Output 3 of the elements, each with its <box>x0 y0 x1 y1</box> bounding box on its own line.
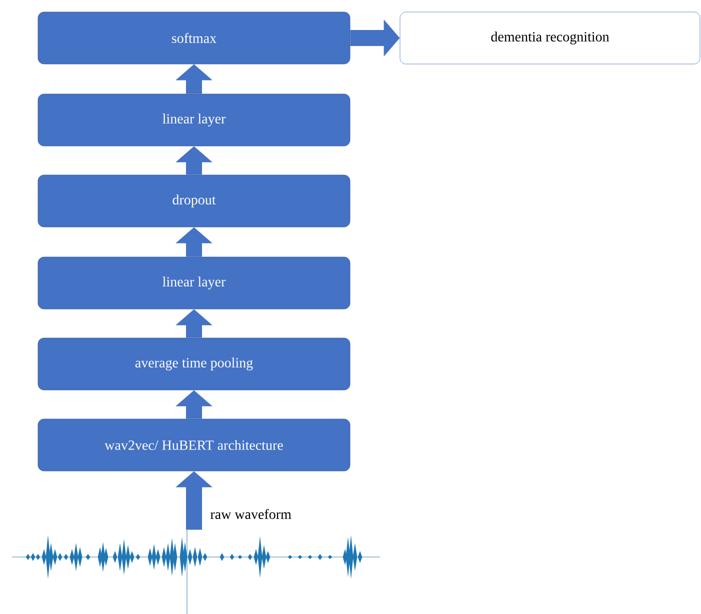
output-box: dementia recognition <box>400 12 700 64</box>
caption-text: raw waveform <box>210 509 292 519</box>
waveform-drawing <box>12 530 380 614</box>
